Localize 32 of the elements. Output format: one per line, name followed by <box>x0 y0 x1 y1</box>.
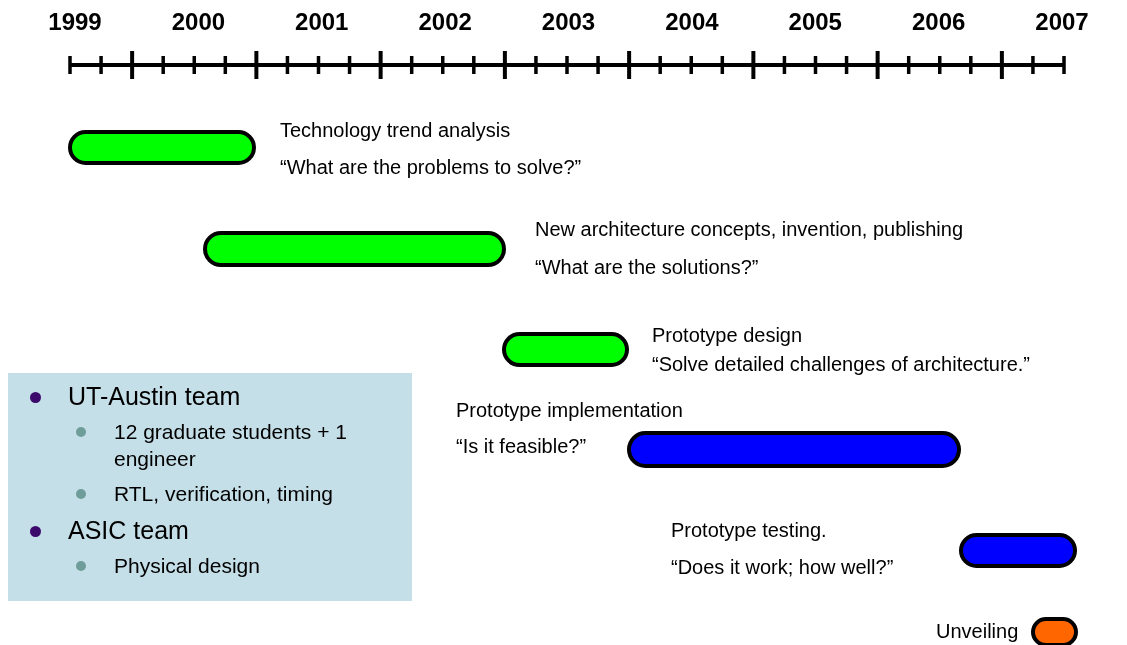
phase-text: “Does it work; how well?” <box>671 555 894 579</box>
year-label: 2003 <box>541 8 596 36</box>
year-label: 2005 <box>788 8 842 36</box>
timeline-bar <box>68 130 256 165</box>
phase-text: Prototype implementation <box>456 398 683 422</box>
list-heading: ASIC team <box>68 516 189 544</box>
phase-text: “Solve detailed challenges of architecture.” <box>652 352 1030 376</box>
phase-text: New architecture concepts, invention, publishing <box>535 217 964 241</box>
phase-text: “Is it feasible?” <box>456 434 587 458</box>
team-panel <box>8 373 412 601</box>
year-label: 2001 <box>295 8 349 36</box>
phase-text: Prototype design <box>652 323 803 347</box>
year-label: 2007 <box>1035 8 1089 36</box>
phase-text: Technology trend analysis <box>280 118 511 142</box>
timeline-bar <box>627 431 961 468</box>
list-item: Physical design <box>114 554 260 577</box>
timeline-bar <box>203 231 506 267</box>
year-label: 2002 <box>418 8 472 36</box>
list-item: RTL, verification, timing <box>114 482 334 505</box>
year-label: 1999 <box>48 8 102 36</box>
phase-text: Prototype testing. <box>671 518 827 542</box>
list-heading: UT-Austin team <box>68 382 241 410</box>
timeline-bar <box>502 332 629 367</box>
year-label: 2004 <box>665 8 719 36</box>
phase-text: Unveiling <box>936 619 1019 643</box>
phase-text: “What are the problems to solve?” <box>280 155 582 179</box>
year-label: 2000 <box>171 8 226 36</box>
phase-text: “What are the solutions?” <box>535 255 759 279</box>
timeline-bar <box>959 533 1077 568</box>
list-item: 12 graduate students + 1 engineer <box>114 420 347 470</box>
timeline-bar <box>1031 617 1078 645</box>
year-label: 2006 <box>911 8 966 36</box>
